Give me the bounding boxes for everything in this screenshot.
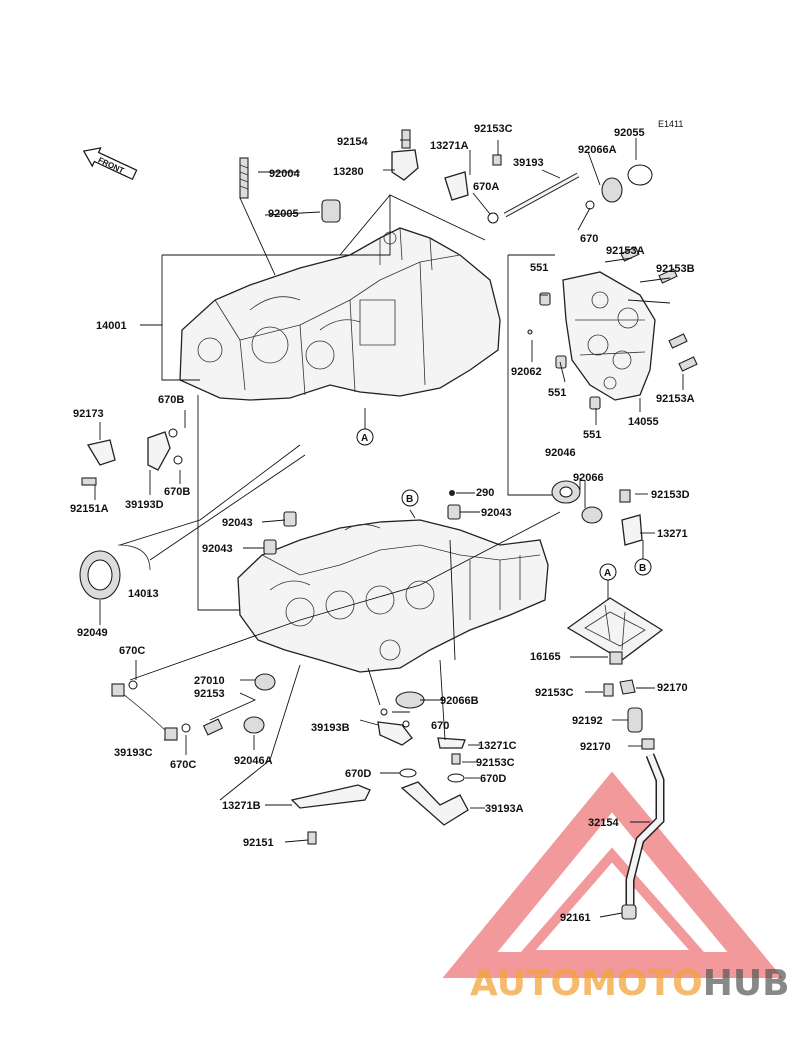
- part-label: 670B: [158, 394, 184, 406]
- part-label: 39193C: [114, 747, 153, 759]
- watermark-logo-icon: [442, 771, 783, 978]
- part-label: 14001: [96, 320, 127, 332]
- part-label: 13271: [657, 528, 688, 540]
- watermark-text-1: AUTOMOTO: [470, 963, 703, 1004]
- part-label: 670: [431, 720, 449, 732]
- ref-marker-b-lower: B: [406, 494, 413, 505]
- part-label: 92005: [268, 208, 299, 220]
- part-label: 92151: [243, 837, 274, 849]
- part-label: 13271C: [478, 740, 517, 752]
- part-label: 92153A: [606, 245, 645, 257]
- part-label: 92049: [77, 627, 108, 639]
- part-label: 14055: [628, 416, 659, 428]
- part-label: 92153: [194, 688, 225, 700]
- part-label: 92043: [222, 517, 253, 529]
- part-labels: 92154 92153C 92055 13271A 39193 92066A 1…: [70, 123, 695, 924]
- part-label: 670: [580, 233, 598, 245]
- part-label: 92004: [269, 168, 300, 180]
- part-label: 39193B: [311, 722, 350, 734]
- part-label: 92043: [481, 507, 512, 519]
- part-label: 92046A: [234, 755, 273, 767]
- part-label: 92153C: [476, 757, 515, 769]
- upper-crankcase-part: [179, 227, 501, 401]
- part-label: 92173: [73, 408, 104, 420]
- watermark-text-2: HUB: [703, 963, 790, 1004]
- part-label: 670B: [164, 486, 190, 498]
- part-label: 670A: [473, 181, 499, 193]
- ref-marker-a-upper: A: [361, 433, 368, 444]
- part-label: 290: [476, 487, 494, 499]
- part-label: 551: [583, 429, 601, 441]
- reference-markers: A B B A: [356, 428, 652, 581]
- part-label: 92153A: [656, 393, 695, 405]
- leader-lines: [94, 138, 684, 918]
- part-label: 92043: [202, 543, 233, 555]
- part-label: 13271A: [430, 140, 469, 152]
- front-arrow-icon: FRONT: [82, 147, 138, 181]
- ref-marker-b-right: B: [639, 563, 646, 574]
- part-label: 670C: [119, 645, 145, 657]
- part-label: 92062: [511, 366, 542, 378]
- part-label: 13280: [333, 166, 364, 178]
- part-label: 92153C: [535, 687, 574, 699]
- part-label: 92192: [572, 715, 603, 727]
- part-label: 92153D: [651, 489, 690, 501]
- part-label: 39193: [513, 157, 544, 169]
- oil-strainer-part: [566, 597, 664, 665]
- part-label: 92161: [560, 912, 591, 924]
- part-label: 39193A: [485, 803, 524, 815]
- part-label: 92170: [657, 682, 688, 694]
- part-label: 670C: [170, 759, 196, 771]
- part-label: 27010: [194, 675, 225, 687]
- part-label: 92066B: [440, 695, 479, 707]
- small-parts: [79, 129, 698, 920]
- part-label: 92055: [614, 127, 645, 139]
- diagram-code: E1411: [658, 119, 683, 129]
- part-label: 551: [530, 262, 548, 274]
- cover-14055-part: [562, 271, 656, 401]
- part-label: 39193D: [125, 499, 164, 511]
- svg-text:AUTOMOTOHUB: AUTOMOTOHUB: [470, 963, 790, 1004]
- part-label: 14013: [128, 588, 159, 600]
- part-label: 92153B: [656, 263, 695, 275]
- part-label: 13271B: [222, 800, 261, 812]
- part-label: 92154: [337, 136, 368, 148]
- part-label: 670D: [480, 773, 506, 785]
- part-label: 16165: [530, 651, 561, 663]
- part-label: 92151A: [70, 503, 109, 515]
- ref-marker-a-right: A: [604, 568, 611, 579]
- part-label: 92046: [545, 447, 576, 459]
- part-label: 32154: [588, 817, 619, 829]
- watermark: AUTOMOTOHUB: [470, 963, 790, 1004]
- part-label: 92066: [573, 472, 604, 484]
- part-label: 92066A: [578, 144, 617, 156]
- part-label: 92153C: [474, 123, 513, 135]
- part-label: 551: [548, 387, 566, 399]
- part-label: 92170: [580, 741, 611, 753]
- part-label: 670D: [345, 768, 371, 780]
- lower-crankcase-part: [237, 519, 549, 673]
